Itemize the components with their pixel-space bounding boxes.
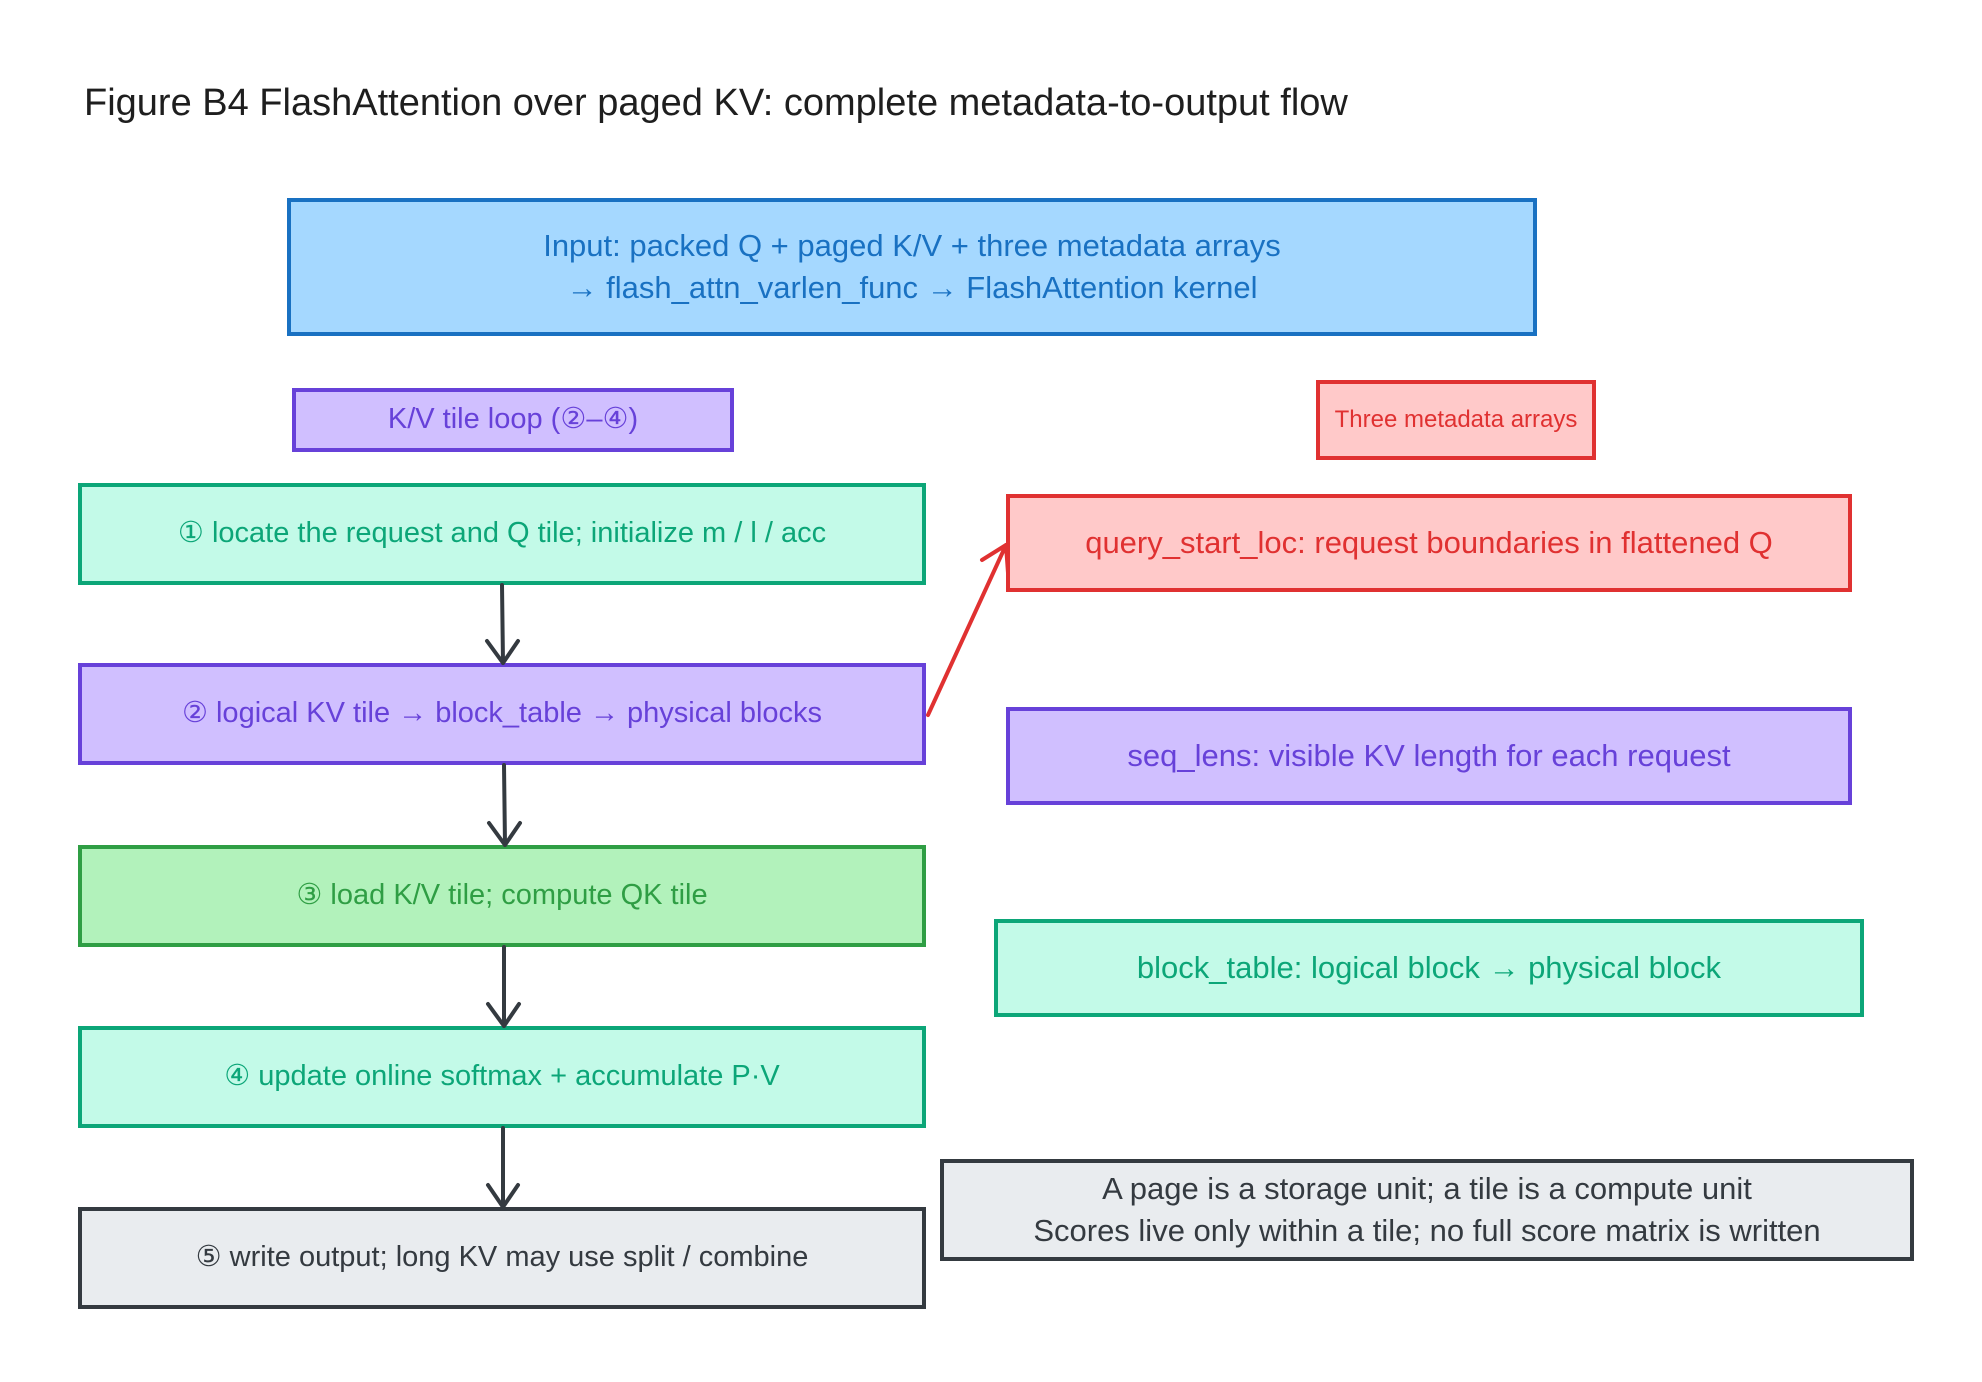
step-4-box: ④ update online softmax + accumulate P·V [78,1026,926,1128]
note-line-2: Scores live only within a tile; no full … [1033,1213,1821,1248]
step-1-box: ① locate the request and Q tile; initial… [78,483,926,585]
arrow-step4-to-step5 [486,1126,520,1209]
step-1-text: ① locate the request and Q tile; initial… [177,517,827,550]
note-box: A page is a storage unit; a tile is a co… [940,1159,1914,1261]
seq-lens-box: seq_lens: visible KV length for each req… [1006,707,1852,805]
query-start-loc-text: query_start_loc: request boundaries in f… [1085,525,1773,561]
arrow-step1-to-step2 [485,583,520,665]
metadata-arrays-label: Three metadata arrays [1316,380,1596,460]
tile-loop-label-text: K/V tile loop (②–④) [387,403,639,436]
step-3-box: ③ load K/V tile; compute QK tile [78,845,926,947]
arrow-step2-to-query-start-loc [926,543,1010,717]
arrow-step3-to-step4 [486,945,521,1028]
arrow-step2-to-step3 [487,763,522,847]
block-table-box: block_table: logical block → physical bl… [994,919,1864,1017]
step-4-text: ④ update online softmax + accumulate P·V [224,1060,780,1093]
block-table-text: block_table: logical block → physical bl… [1136,950,1722,986]
step-5-box: ⑤ write output; long KV may use split / … [78,1207,926,1309]
tile-loop-label: K/V tile loop (②–④) [292,388,734,452]
input-line-2: → flash_attn_varlen_func → FlashAttentio… [566,270,1258,305]
step-2-text: ② logical KV tile → block_table → physic… [181,697,823,730]
step-5-text: ⑤ write output; long KV may use split / … [195,1241,809,1274]
metadata-arrays-label-text: Three metadata arrays [1334,405,1578,433]
note-line-1: A page is a storage unit; a tile is a co… [1102,1171,1752,1207]
step-3-text: ③ load K/V tile; compute QK tile [296,879,708,912]
input-line-1: Input: packed Q + paged K/V + three meta… [543,228,1281,264]
step-2-box: ② logical KV tile → block_table → physic… [78,663,926,765]
query-start-loc-box: query_start_loc: request boundaries in f… [1006,494,1852,592]
figure-title: Figure B4 FlashAttention over paged KV: … [84,82,1348,124]
seq-lens-text: seq_lens: visible KV length for each req… [1127,738,1731,774]
input-box: Input: packed Q + paged K/V + three meta… [287,198,1537,336]
